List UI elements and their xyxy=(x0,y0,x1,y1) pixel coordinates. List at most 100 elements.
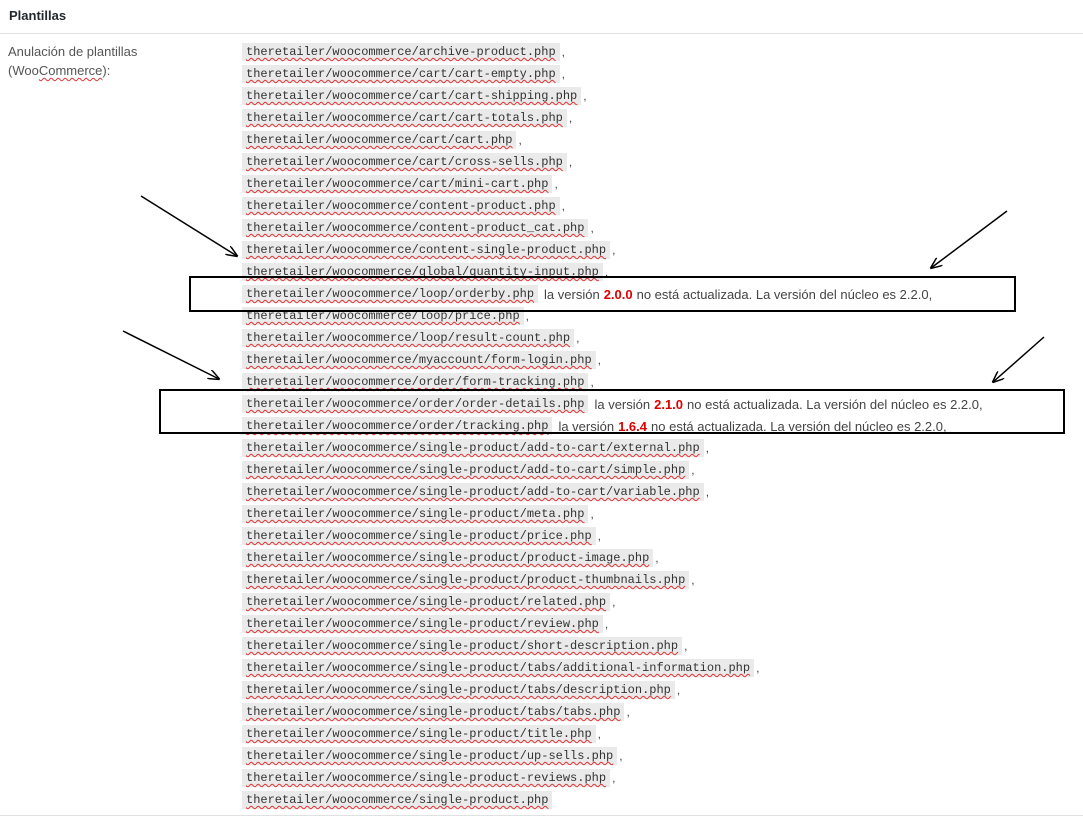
template-row: theretailer/woocommerce/single-product/a… xyxy=(242,459,1072,481)
template-row: theretailer/woocommerce/single-product/p… xyxy=(242,525,1072,547)
list-separator: , xyxy=(655,551,659,565)
template-row: theretailer/woocommerce/single-product/u… xyxy=(242,745,1072,767)
section-title: Plantillas xyxy=(9,8,67,23)
arrow-left-lower-icon xyxy=(122,330,219,379)
bottom-divider xyxy=(0,815,1083,816)
template-row: theretailer/woocommerce/cart/cart-shippi… xyxy=(242,85,1072,107)
template-path: theretailer/woocommerce/order/order-deta… xyxy=(242,395,589,413)
template-path: theretailer/woocommerce/single-product-r… xyxy=(242,769,611,787)
list-separator: , xyxy=(626,705,630,719)
list-separator: , xyxy=(554,177,558,191)
list-separator: , xyxy=(691,573,695,587)
list-separator: , xyxy=(518,133,522,147)
template-path: theretailer/woocommerce/cart/cross-sells… xyxy=(242,153,567,171)
template-row: theretailer/woocommerce/order/tracking.p… xyxy=(242,415,1072,437)
list-separator: , xyxy=(619,749,623,763)
outdated-notice-prefix: la versión xyxy=(594,396,651,412)
template-overrides-label: Anulación de plantillas (WooCommerce): xyxy=(8,42,208,80)
template-path: theretailer/woocommerce/cart/cart-shippi… xyxy=(242,87,582,105)
label-line-1: Anulación de plantillas xyxy=(8,44,138,59)
template-path: theretailer/woocommerce/order/tracking.p… xyxy=(242,417,553,435)
label-line-2-squiggle: Commerce xyxy=(38,63,103,78)
outdated-version: 2.0.0 xyxy=(603,286,633,302)
template-row: theretailer/woocommerce/loop/orderby.php… xyxy=(242,283,1072,305)
template-row: theretailer/woocommerce/single-product/s… xyxy=(242,635,1072,657)
template-row: theretailer/woocommerce/single-product/t… xyxy=(242,701,1072,723)
list-separator: , xyxy=(604,617,609,631)
template-path: theretailer/woocommerce/order/form-track… xyxy=(242,373,589,391)
template-row: theretailer/woocommerce/single-product/t… xyxy=(242,657,1072,679)
outdated-notice-suffix: no está actualizada. La versión del núcl… xyxy=(651,418,947,434)
list-separator: , xyxy=(561,67,565,81)
outdated-notice-prefix: la versión xyxy=(558,418,615,434)
template-row: theretailer/woocommerce/loop/price.php, xyxy=(242,305,1072,327)
template-path: theretailer/woocommerce/content-product.… xyxy=(242,197,560,215)
template-path: theretailer/woocommerce/loop/price.php xyxy=(242,307,524,325)
template-path: theretailer/woocommerce/single-product.p… xyxy=(242,791,553,809)
list-separator: , xyxy=(597,727,601,741)
template-row: theretailer/woocommerce/cart/cross-sells… xyxy=(242,151,1072,173)
template-row: theretailer/woocommerce/single-product/a… xyxy=(242,437,1072,459)
template-path: theretailer/woocommerce/loop/orderby.php xyxy=(242,285,539,303)
template-path: theretailer/woocommerce/content-product_… xyxy=(242,219,589,237)
template-path: theretailer/woocommerce/archive-product.… xyxy=(242,43,560,61)
template-path: theretailer/woocommerce/single-product/p… xyxy=(242,527,596,545)
template-path: theretailer/woocommerce/single-product/t… xyxy=(242,681,675,699)
template-path: theretailer/woocommerce/single-product/a… xyxy=(242,439,704,457)
template-path: theretailer/woocommerce/single-product/t… xyxy=(242,725,596,743)
outdated-notice-prefix: la versión xyxy=(544,286,600,302)
label-line-2-pre: (Woo xyxy=(8,63,39,78)
outdated-notice-suffix: no está actualizada. La versión del núcl… xyxy=(687,396,983,412)
template-path: theretailer/woocommerce/cart/cart-totals… xyxy=(242,109,567,127)
template-path: theretailer/woocommerce/single-product/p… xyxy=(242,571,690,589)
arrow-left-upper-icon xyxy=(140,195,237,256)
template-row: theretailer/woocommerce/archive-product.… xyxy=(242,41,1072,63)
list-separator: , xyxy=(705,441,710,455)
template-row: theretailer/woocommerce/content-single-p… xyxy=(242,239,1072,261)
template-row: theretailer/woocommerce/cart/cart-totals… xyxy=(242,107,1072,129)
template-row: theretailer/woocommerce/global/quantity-… xyxy=(242,261,1072,283)
template-path: theretailer/woocommerce/single-product/m… xyxy=(242,505,589,523)
list-separator: , xyxy=(705,485,710,499)
template-row: theretailer/woocommerce/cart/mini-cart.p… xyxy=(242,173,1072,195)
outdated-version: 1.6.4 xyxy=(618,418,648,434)
label-line-2-post: ): xyxy=(102,63,111,78)
list-separator: , xyxy=(676,683,681,697)
template-row: theretailer/woocommerce/cart/cart.php, xyxy=(242,129,1072,151)
template-row: theretailer/woocommerce/single-product/m… xyxy=(242,503,1072,525)
list-separator: , xyxy=(561,199,565,213)
template-row: theretailer/woocommerce/order/order-deta… xyxy=(242,393,1072,415)
list-separator: , xyxy=(612,243,616,257)
template-row: theretailer/woocommerce/order/form-track… xyxy=(242,371,1072,393)
template-path: theretailer/woocommerce/single-product/t… xyxy=(242,659,755,677)
list-separator: , xyxy=(568,111,573,125)
list-separator: , xyxy=(691,463,695,477)
template-row: theretailer/woocommerce/single-product/t… xyxy=(242,723,1072,745)
list-separator: , xyxy=(590,375,594,389)
template-row: theretailer/woocommerce/myaccount/form-l… xyxy=(242,349,1072,371)
template-path: theretailer/woocommerce/single-product/s… xyxy=(242,637,683,655)
outdated-notice-suffix: no está actualizada. La versión del núcl… xyxy=(636,286,933,302)
template-row: theretailer/woocommerce/single-product/r… xyxy=(242,613,1072,635)
list-separator: , xyxy=(612,595,616,609)
template-path: theretailer/woocommerce/cart/cart-empty.… xyxy=(242,65,560,83)
template-path: theretailer/woocommerce/single-product/a… xyxy=(242,483,704,501)
template-path: theretailer/woocommerce/cart/cart.php xyxy=(242,131,517,149)
outdated-version: 2.1.0 xyxy=(654,396,684,412)
template-path: theretailer/woocommerce/global/quantity-… xyxy=(242,263,603,281)
list-separator: , xyxy=(590,507,594,521)
template-row: theretailer/woocommerce/single-product-r… xyxy=(242,767,1072,789)
list-separator: , xyxy=(597,353,601,367)
list-separator: , xyxy=(684,639,688,653)
list-separator: , xyxy=(583,89,587,103)
template-path: theretailer/woocommerce/loop/result-coun… xyxy=(242,329,575,347)
template-path: theretailer/woocommerce/single-product/p… xyxy=(242,549,654,567)
list-separator: , xyxy=(756,661,760,675)
template-row: theretailer/woocommerce/content-product.… xyxy=(242,195,1072,217)
template-row: theretailer/woocommerce/single-product.p… xyxy=(242,789,1072,811)
template-row: theretailer/woocommerce/cart/cart-empty.… xyxy=(242,63,1072,85)
template-row: theretailer/woocommerce/content-product_… xyxy=(242,217,1072,239)
template-row: theretailer/woocommerce/single-product/a… xyxy=(242,481,1072,503)
